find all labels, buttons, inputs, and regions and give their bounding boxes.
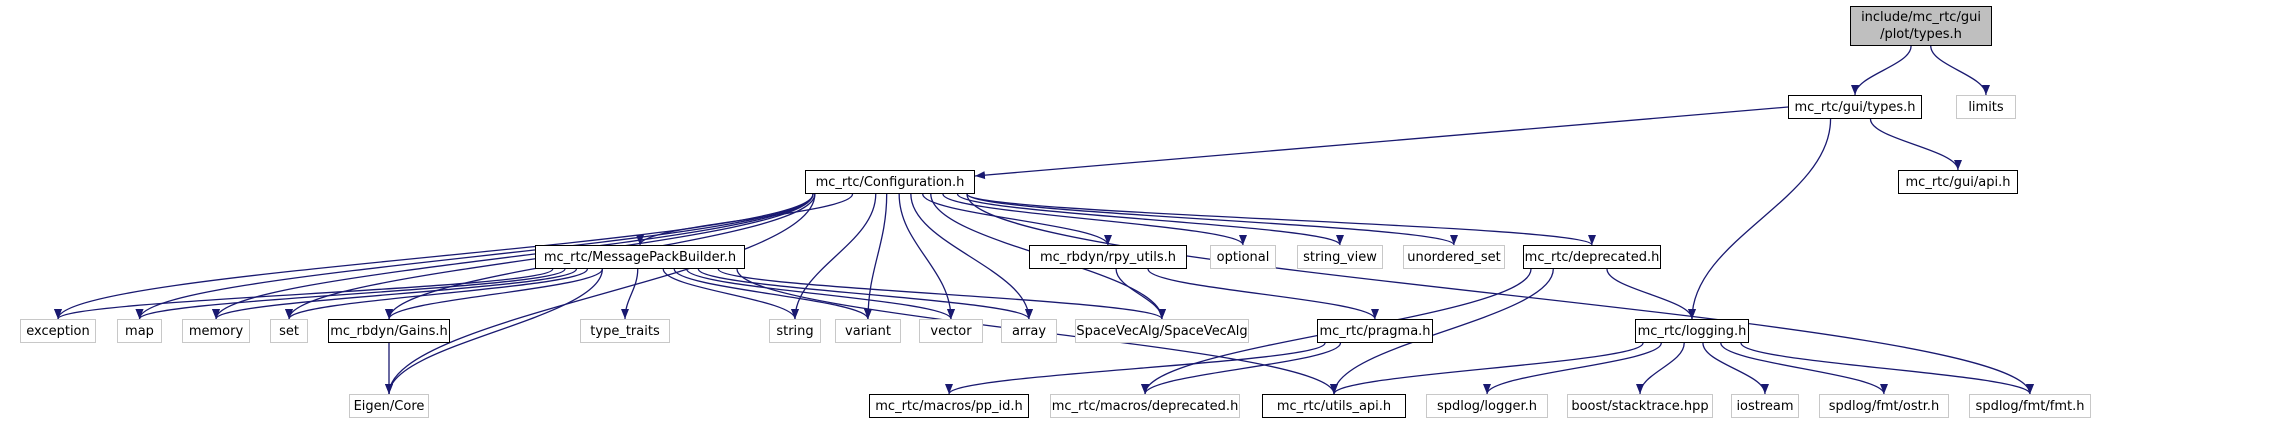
node-gui-types[interactable]: mc_rtc/gui/types.h [1788, 95, 1922, 119]
edge-logging-to-spdlog_ostr [1720, 342, 1888, 395]
node-exception: exception [20, 319, 96, 343]
node-spdlog-fmt: spdlog/fmt/fmt.h [1969, 394, 2091, 418]
edge-gui_types-to-configuration [974, 106, 1789, 180]
edge-msgpack-to-spacevecalg [717, 268, 1166, 320]
node-pp-id[interactable]: mc_rtc/macros/pp_id.h [869, 394, 1029, 418]
edge-logging-to-boost_stacktrace [1636, 342, 1685, 395]
node-eigen-core: Eigen/Core [349, 394, 429, 418]
edge-configuration-to-eigen_core [385, 193, 816, 395]
edge-configuration-to-unordered_set [966, 193, 1458, 246]
edge-msgpack-to-gains [385, 268, 603, 320]
edge-msgpack-to-string [662, 268, 799, 320]
node-pragma[interactable]: mc_rtc/pragma.h [1317, 319, 1433, 343]
node-set: set [270, 319, 308, 343]
node-map: map [117, 319, 162, 343]
edge-configuration-to-optional [942, 193, 1247, 246]
edge-configuration-to-string_view [956, 193, 1344, 246]
node-gui-api[interactable]: mc_rtc/gui/api.h [1898, 170, 2018, 194]
edge-deprecated-to-utils_api [1330, 268, 1554, 395]
edge-deprecated-to-logging [1606, 268, 1696, 320]
edge-pragma-to-pp_id [945, 342, 1326, 395]
edge-msgpack-to-exception [54, 268, 554, 320]
edge-configuration-to-map [135, 193, 814, 320]
edge-configuration-to-variant [864, 193, 888, 320]
edge-rpy_utils-to-spacevecalg [1115, 268, 1166, 320]
node-memory: memory [182, 319, 250, 343]
edge-configuration-to-exception [54, 193, 814, 320]
edge-msgpack-to-vector [686, 268, 955, 320]
edge-msgpack-to-array [697, 268, 1033, 320]
edge-logging-to-utils_api [1330, 342, 1644, 395]
node-boost-stacktrace: boost/stacktrace.hpp [1567, 394, 1713, 418]
edge-logging-to-spdlog_logger [1483, 342, 1662, 395]
node-vector: vector [919, 319, 983, 343]
node-deprecated[interactable]: mc_rtc/deprecated.h [1523, 245, 1661, 269]
node-macros-deprecated: mc_rtc/macros/deprecated.h [1050, 394, 1240, 418]
node-root[interactable]: include/mc_rtc/gui /plot/types.h [1850, 6, 1992, 46]
node-root-line1: include/mc_rtc/gui [1861, 10, 1981, 25]
node-gains[interactable]: mc_rbdyn/Gains.h [328, 319, 450, 343]
node-configuration[interactable]: mc_rtc/Configuration.h [805, 170, 975, 194]
edge-msgpack-to-eigen_core [385, 268, 603, 395]
node-limits: limits [1956, 95, 2016, 119]
edge-configuration-to-string [791, 193, 877, 320]
node-string: string [769, 319, 821, 343]
edge-configuration-to-memory [212, 193, 814, 320]
edge-rpy_utils-to-pragma [1147, 268, 1379, 320]
node-logging[interactable]: mc_rtc/logging.h [1635, 319, 1749, 343]
edge-msgpack-to-set [285, 268, 588, 320]
node-iostream: iostream [1731, 394, 1799, 418]
node-array: array [1001, 319, 1057, 343]
edge-gui_types-to-gui_api [1869, 118, 1962, 171]
edge-msgpack-to-variant [673, 268, 872, 320]
node-unordered-set: unordered_set [1403, 245, 1505, 269]
edge-configuration-to-rpy_utils [922, 193, 1112, 246]
edge-msgpack-to-map [135, 268, 566, 320]
node-spacevecalg: SpaceVecAlg/SpaceVecAlg [1075, 319, 1249, 343]
node-root-line2: /plot/types.h [1880, 27, 1962, 42]
edge-configuration-to-deprecated [966, 193, 1596, 246]
edge-configuration-to-array [910, 193, 1033, 320]
node-rpy-utils[interactable]: mc_rbdyn/rpy_utils.h [1029, 245, 1187, 269]
edge-msgpack-to-memory [212, 268, 578, 320]
node-type-traits: type_traits [580, 319, 670, 343]
edge-logging-to-iostream [1702, 342, 1769, 395]
edge-root-to-limits [1930, 45, 1990, 96]
node-optional: optional [1210, 245, 1276, 269]
node-spdlog-ostr: spdlog/fmt/ostr.h [1819, 394, 1949, 418]
node-string-view: string_view [1297, 245, 1383, 269]
node-variant: variant [835, 319, 901, 343]
node-utils-api[interactable]: mc_rtc/utils_api.h [1262, 394, 1406, 418]
edge-root-to-gui_types [1851, 45, 1912, 96]
edge-gui_types-to-logging [1688, 118, 1832, 320]
node-message-pack-builder[interactable]: mc_rtc/MessagePackBuilder.h [535, 245, 745, 269]
edge-logging-to-spdlog_fmt [1740, 342, 2034, 395]
edge-pragma-to-macros_deprecated [1141, 342, 1342, 395]
node-spdlog-logger: spdlog/logger.h [1426, 394, 1548, 418]
edge-msgpack-to-type_traits [621, 268, 639, 320]
